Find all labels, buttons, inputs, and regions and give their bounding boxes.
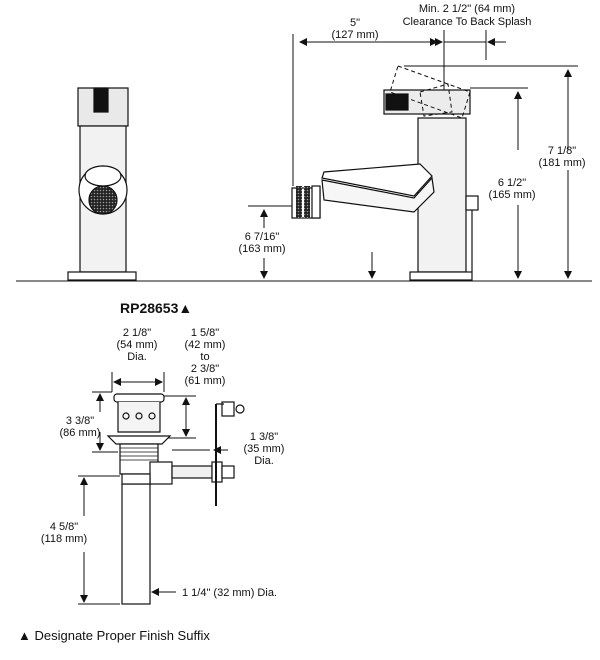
faucet-elevation-drawing xyxy=(16,30,592,282)
drain-part-number: RP28653▲ xyxy=(120,300,192,316)
drain-assembly-drawing xyxy=(106,393,245,605)
dim-5-in: 5" xyxy=(350,17,360,29)
dim-1-1-4-dia: 1 1/4" (32 mm) Dia. xyxy=(182,587,277,599)
dim-3-3-8-mm: (86 mm) xyxy=(60,427,101,439)
dim-1-5-8-mm: (42 mm) xyxy=(185,339,226,351)
dim-clearance-label: Clearance To Back Splash xyxy=(403,16,532,28)
dim-6-7-16-in: 6 7/16" xyxy=(245,231,280,243)
dim-1-5-8-to: to xyxy=(200,351,209,363)
faucet-dimension-lines xyxy=(248,30,578,279)
dim-1-3-8-dia: Dia. xyxy=(254,455,274,467)
faucet-profile-view xyxy=(291,65,479,281)
dim-3-3-8-in: 3 3/8" xyxy=(66,415,94,427)
dim-4-5-8-mm: (118 mm) xyxy=(41,533,87,545)
dim-7-1-8-in: 7 1/8" xyxy=(548,145,576,157)
dim-6-1-2-in: 6 1/2" xyxy=(498,177,526,189)
finish-suffix-note: ▲ Designate Proper Finish Suffix xyxy=(18,628,210,643)
dim-2-1-8-in: 2 1/8" xyxy=(123,327,151,339)
dim-1-3-8-mm: (35 mm) xyxy=(244,443,285,455)
faucet-dimension-labels: 5" (127 mm) Min. 2 1/2" (64 mm) Clearanc… xyxy=(238,3,585,255)
dim-6-7-16-mm: (163 mm) xyxy=(238,243,285,255)
dim-clearance-value: Min. 2 1/2" (64 mm) xyxy=(419,3,515,15)
dim-4-5-8-in: 4 5/8" xyxy=(50,521,78,533)
dim-2-3-8-in: 2 3/8" xyxy=(191,363,219,375)
dim-1-5-8-in: 1 5/8" xyxy=(191,327,219,339)
dim-1-3-8-in: 1 3/8" xyxy=(250,431,278,443)
dim-6-1-2-mm: (165 mm) xyxy=(488,189,535,201)
dim-5-mm: (127 mm) xyxy=(331,29,378,41)
dim-7-1-8-mm: (181 mm) xyxy=(538,157,585,169)
drain-dimension-lines xyxy=(78,372,228,605)
drain-dimension-labels: 2 1/8" (54 mm) Dia. 1 5/8" (42 mm) to 2 … xyxy=(41,327,285,599)
dim-2-1-8-dia: Dia. xyxy=(127,351,147,363)
dim-2-1-8-mm: (54 mm) xyxy=(117,339,158,351)
faucet-front-view xyxy=(67,87,137,281)
dim-2-3-8-mm: (61 mm) xyxy=(185,375,226,387)
